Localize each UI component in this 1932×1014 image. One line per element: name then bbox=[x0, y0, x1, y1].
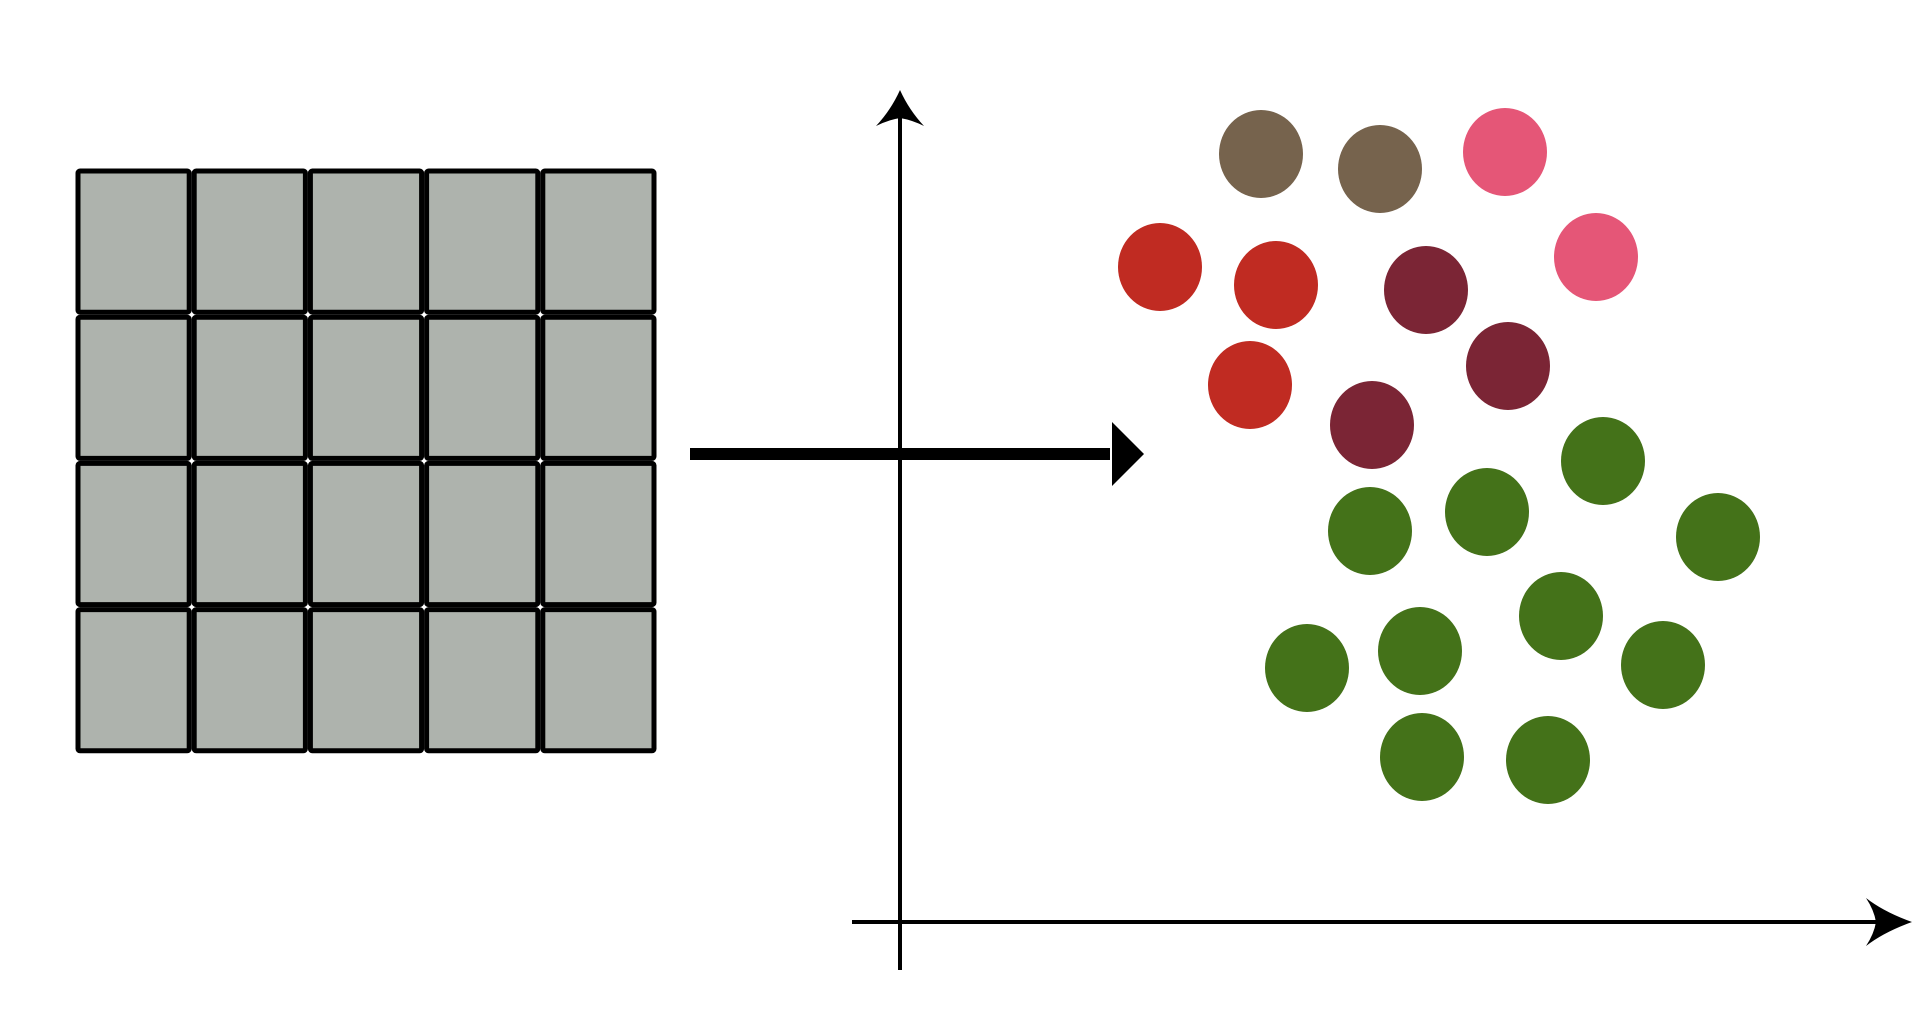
axes bbox=[852, 90, 1912, 970]
pink-point bbox=[1463, 108, 1547, 196]
grid-cell bbox=[191, 168, 308, 315]
green-point bbox=[1378, 607, 1462, 695]
grid-cell bbox=[540, 607, 657, 754]
green-point bbox=[1380, 713, 1464, 801]
input-grid bbox=[75, 168, 657, 754]
grid-cell bbox=[307, 607, 425, 754]
grid-cell bbox=[424, 460, 541, 608]
mapping-arrow-head bbox=[1112, 422, 1144, 486]
mapping-arrow bbox=[690, 422, 1144, 486]
embedded-points bbox=[1118, 108, 1760, 804]
green-point bbox=[1328, 487, 1412, 575]
x-axis-arrowhead bbox=[1866, 898, 1912, 946]
green-point bbox=[1506, 716, 1590, 804]
green-point bbox=[1561, 417, 1645, 505]
maroon-point bbox=[1466, 322, 1550, 410]
grid-cell bbox=[424, 168, 541, 315]
grid-cell bbox=[307, 314, 425, 461]
maroon-point bbox=[1384, 246, 1468, 334]
green-point bbox=[1676, 493, 1760, 581]
red-point bbox=[1208, 341, 1292, 429]
grid-cell bbox=[540, 168, 657, 315]
grid-cell bbox=[424, 314, 541, 461]
green-point bbox=[1519, 572, 1603, 660]
grid-cell bbox=[424, 607, 541, 754]
brown-point bbox=[1338, 125, 1422, 213]
red-point bbox=[1118, 223, 1202, 311]
y-axis-arrowhead bbox=[876, 90, 924, 126]
green-point bbox=[1445, 468, 1529, 556]
red-point bbox=[1234, 241, 1318, 329]
grid-cell bbox=[75, 168, 192, 315]
grid-cell bbox=[540, 314, 657, 461]
grid-cell bbox=[307, 168, 425, 315]
pink-point bbox=[1554, 213, 1638, 301]
grid-cell bbox=[75, 314, 192, 461]
grid-cell bbox=[540, 460, 657, 608]
green-point bbox=[1621, 621, 1705, 709]
grid-cell bbox=[75, 607, 192, 754]
grid-cell bbox=[191, 314, 308, 461]
grid-cell bbox=[75, 460, 192, 608]
maroon-point bbox=[1330, 381, 1414, 469]
grid-cell bbox=[191, 607, 308, 754]
grid-cell bbox=[307, 460, 425, 608]
green-point bbox=[1265, 624, 1349, 712]
brown-point bbox=[1219, 110, 1303, 198]
grid-cell bbox=[191, 460, 308, 608]
